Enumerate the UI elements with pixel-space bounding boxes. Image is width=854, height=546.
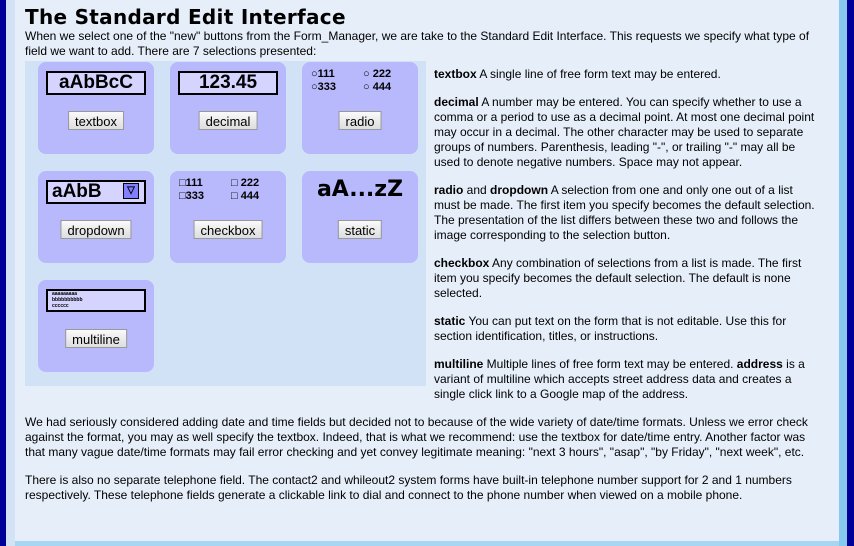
dropdown-arrow-icon: ▽ xyxy=(123,183,139,199)
right-border xyxy=(839,0,847,546)
static-button[interactable]: static xyxy=(337,220,383,239)
radio-button[interactable]: radio xyxy=(338,111,382,130)
static-sample: aA...zZ xyxy=(316,177,404,202)
desc-checkbox: checkbox Any combination of selections f… xyxy=(434,256,802,300)
desc-decimal: decimal A number may be entered. You can… xyxy=(434,95,815,169)
checkbox-button[interactable]: checkbox xyxy=(193,220,263,239)
left-border xyxy=(6,0,15,546)
checkbox-option: □ 444 xyxy=(231,190,260,202)
checkbox-option: □ 222 xyxy=(231,177,260,189)
checkbox-option: □333 xyxy=(179,190,205,202)
radio-option: ○333 xyxy=(311,81,337,93)
textbox-card: aAbBcC textbox xyxy=(38,62,154,154)
intro-text: When we select one of the "new" buttons … xyxy=(25,29,810,58)
dropdown-card: aAbB▽ dropdown xyxy=(38,171,154,263)
textbox-button[interactable]: textbox xyxy=(68,111,124,130)
radio-option: ○ 444 xyxy=(363,81,392,93)
checkbox-sample: □111 □ 222 □333 □ 444 xyxy=(179,177,281,203)
textbox-sample: aAbBcC xyxy=(46,71,146,95)
field-type-panel: aAbBcC textbox 123.45 decimal ○111 ○ 222… xyxy=(25,61,426,386)
checkbox-option: □111 xyxy=(179,177,203,189)
checkbox-card: □111 □ 222 □333 □ 444 checkbox xyxy=(170,171,286,263)
radio-option: ○ 222 xyxy=(363,68,392,80)
decimal-button[interactable]: decimal xyxy=(198,111,258,130)
desc-static: static You can put text on the form that… xyxy=(434,314,787,343)
desc-textbox: textbox A single line of free form text … xyxy=(434,67,721,81)
telephone-paragraph: There is also no separate telephone fiel… xyxy=(25,473,792,502)
dropdown-button[interactable]: dropdown xyxy=(60,220,132,239)
page-title: The Standard Edit Interface xyxy=(25,5,346,29)
radio-sample: ○111 ○ 222 ○333 ○ 444 xyxy=(311,68,413,94)
bottom-border xyxy=(15,541,839,546)
desc-multiline: multiline Multiple lines of free form te… xyxy=(434,357,805,401)
radio-option: ○111 xyxy=(311,68,335,80)
dropdown-sample: aAbB▽ xyxy=(46,180,146,204)
decimal-sample: 123.45 xyxy=(178,71,278,95)
radio-card: ○111 ○ 222 ○333 ○ 444 radio xyxy=(302,62,418,154)
desc-radio-dropdown: radio and dropdown A selection from one … xyxy=(434,183,815,242)
date-time-paragraph: We had seriously considered adding date … xyxy=(25,415,808,459)
multiline-button[interactable]: multiline xyxy=(65,329,127,348)
page: The Standard Edit Interface When we sele… xyxy=(15,0,839,541)
decimal-card: 123.45 decimal xyxy=(170,62,286,154)
static-card: aA...zZ static xyxy=(302,171,418,263)
